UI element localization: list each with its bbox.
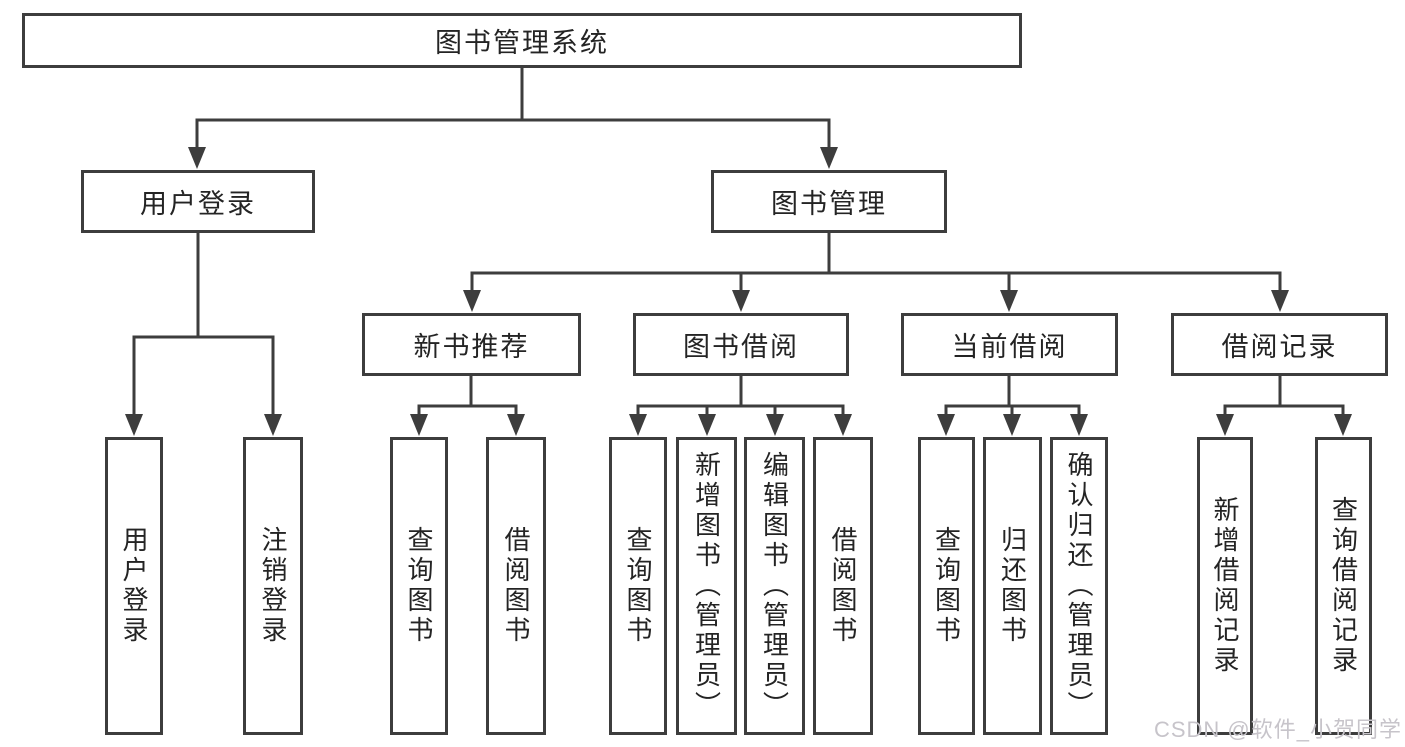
leaf-label: 新增图书（管理员） [691, 451, 722, 721]
leaf-label: 注销登录 [258, 526, 288, 646]
arrow-icon [463, 290, 481, 312]
watermark: CSDN @软件_小贺同学 [1153, 717, 1402, 742]
leaf-newrec-borrow-books: 借阅图书 [486, 437, 546, 735]
node-current-borrowing: 当前借阅 [901, 313, 1118, 376]
arrow-icon [410, 414, 428, 436]
leaf-label: 借阅图书 [828, 526, 858, 646]
leaf-user-login: 用户登录 [105, 437, 163, 735]
leaf-label: 确认归还（管理员） [1064, 451, 1094, 721]
arrow-icon [629, 414, 647, 436]
leaf-records-query-record: 查询借阅记录 [1315, 437, 1372, 735]
arrow-icon [820, 147, 838, 169]
arrow-icon [1000, 290, 1018, 312]
arrow-icon [1216, 414, 1234, 436]
arrow-icon [1271, 290, 1289, 312]
leaf-label: 借阅图书 [501, 526, 531, 646]
arrow-icon [125, 414, 143, 436]
leaf-newrec-query-books: 查询图书 [390, 437, 448, 735]
node-borrowing-records: 借阅记录 [1171, 313, 1388, 376]
node-new-book-recommend: 新书推荐 [362, 313, 581, 376]
leaf-borrowing-query-books: 查询图书 [609, 437, 667, 735]
node-user-login: 用户登录 [81, 170, 315, 233]
arrow-icon [1003, 414, 1021, 436]
node-book-borrowing: 图书借阅 [633, 313, 849, 376]
leaf-records-add-record: 新增借阅记录 [1197, 437, 1253, 735]
arrow-icon [1334, 414, 1352, 436]
arrowheads [125, 147, 1352, 436]
leaf-label: 用户登录 [119, 526, 149, 646]
node-book-management: 图书管理 [711, 170, 947, 233]
leaf-label: 查询图书 [931, 526, 962, 646]
leaf-current-return-books: 归还图书 [983, 437, 1042, 735]
leaf-label: 归还图书 [997, 526, 1028, 646]
leaf-label: 查询图书 [623, 526, 653, 646]
arrow-icon [507, 414, 525, 436]
leaf-current-query-books: 查询图书 [918, 437, 975, 735]
arrow-icon [1070, 414, 1088, 436]
leaf-current-confirm-return-admin: 确认归还（管理员） [1050, 437, 1108, 735]
leaf-label: 查询图书 [404, 526, 434, 646]
node-root-system: 图书管理系统 [22, 13, 1022, 68]
arrow-icon [766, 414, 784, 436]
leaf-label: 查询借阅记录 [1328, 496, 1359, 676]
arrow-icon [732, 290, 750, 312]
arrow-icon [188, 147, 206, 169]
arrow-icon [264, 414, 282, 436]
leaf-borrowing-edit-book-admin: 编辑图书（管理员） [744, 437, 805, 735]
leaf-borrowing-add-book-admin: 新增图书（管理员） [676, 437, 737, 735]
arrow-icon [937, 414, 955, 436]
leaf-label: 编辑图书（管理员） [759, 451, 790, 721]
leaf-borrowing-borrow-books: 借阅图书 [813, 437, 873, 735]
arrow-icon [834, 414, 852, 436]
leaf-logout: 注销登录 [243, 437, 303, 735]
arrow-icon [698, 414, 716, 436]
leaf-label: 新增借阅记录 [1210, 496, 1240, 676]
